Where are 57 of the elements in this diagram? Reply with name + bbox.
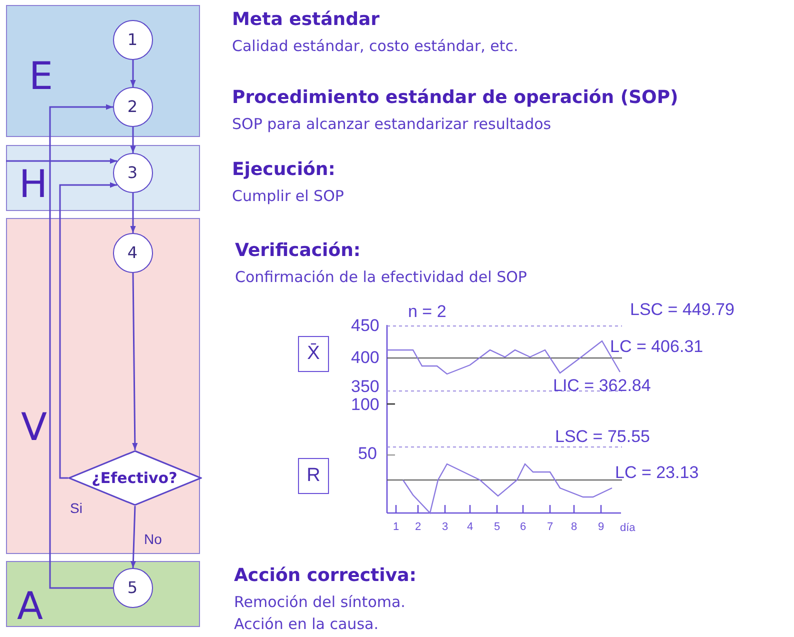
step-circle: 5 [112,568,152,608]
chart-symbol-box: R [298,458,329,494]
description-text: SOP para alcanzar estandarizar resultados [232,116,552,134]
phase-band [6,5,200,137]
section-heading: Ejecución: [232,160,336,181]
description-text: Acción en la causa. [234,616,378,634]
arrow [130,60,136,87]
step-circle: 2 [112,86,152,126]
section-heading: Acción correctiva: [234,566,416,587]
axis-tick-label: 450 [351,316,380,336]
arrow [132,273,138,450]
axis-tick-label: 350 [351,377,380,397]
section-heading: Meta estándar [232,10,380,31]
description-text: Remoción del síntoma. [234,594,406,612]
arrow [130,127,136,153]
description-text: Cumplir el SOP [232,188,344,206]
control-limit-label: LSC = 449.79 [630,300,734,320]
description-text: Confirmación de la efectividad del SOP [235,269,527,286]
axis-tick-label: 6 [520,521,526,534]
section-heading: Procedimiento estándar de operación (SOP) [232,88,678,109]
arrow [49,104,113,589]
control-limit-label: LC = 23.13 [615,463,699,483]
arrow [6,158,117,164]
axis-tick-label: 100 [351,395,380,415]
axis-tick-label: 9 [598,521,604,534]
edge-label: Si [68,500,84,516]
phase-band [6,218,200,554]
step-circle: 4 [112,232,152,272]
axis-tick-label: 4 [467,521,474,534]
step-circle: 1 [112,20,152,60]
axis-tick-label: 7 [547,521,554,534]
sample-size-label: n = 2 [408,302,446,322]
chart-symbol-box: X̄ [298,336,329,372]
phase-letter: V [21,407,47,447]
control-limit-label: LSC = 75.55 [555,427,650,447]
control-limit-label: LIC = 362.84 [553,376,651,396]
arrow [130,193,136,233]
axis-tick-label: 1 [393,521,400,534]
axis-tick-label: 400 [351,348,380,368]
phase-band [6,561,200,627]
arrow [59,182,117,479]
axis-tick-label: 3 [442,521,448,534]
phase-letter: H [19,164,48,204]
section-heading: Verificación: [235,241,361,262]
axis-tick-label: 8 [571,521,578,534]
axis-tick-label: 2 [415,521,422,534]
arrow [130,506,136,568]
description-text: Calidad estándar, costo estándar, etc. [232,38,518,56]
phase-letter: A [17,586,43,626]
phase-letter: E [29,56,54,96]
control-limit-label: LC = 406.31 [610,337,704,357]
axis-tick-label: 5 [494,521,500,534]
axis-title: día [620,522,636,535]
axis-tick-label: 50 [358,444,377,464]
phase-band [6,145,200,211]
step-circle: 3 [112,152,152,192]
edge-label: No [142,531,164,547]
